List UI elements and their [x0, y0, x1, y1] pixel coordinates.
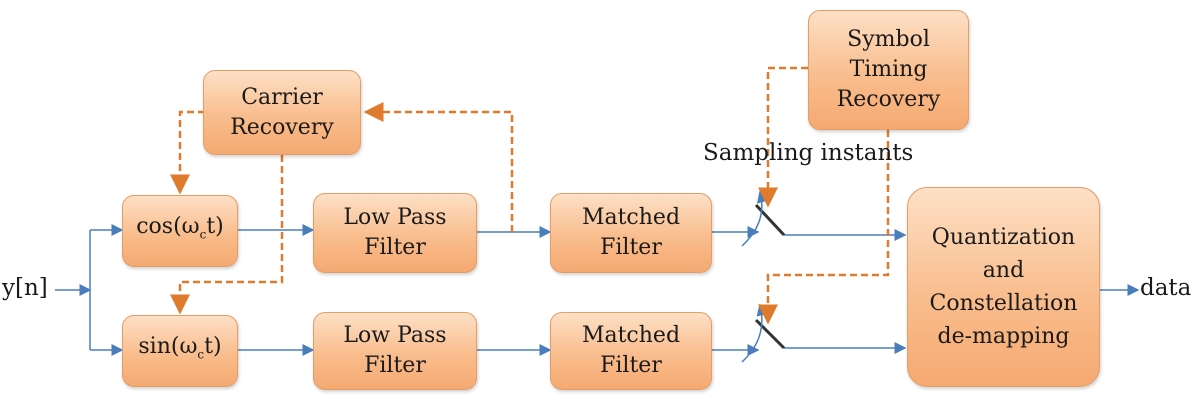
- matched-filter-top-label: Matched Filter: [581, 205, 681, 260]
- carrier-recovery-label: Carrier Recovery: [230, 84, 334, 140]
- cos-mixer-label: cos(ωct): [136, 214, 224, 242]
- sin-mixer-label: sin(ωct): [138, 334, 222, 362]
- input-split-lines: [55, 224, 124, 356]
- quantization-label: Quantization and Constellation de-mappin…: [929, 225, 1078, 349]
- carrier-recovery-block: Carrier Recovery: [203, 70, 361, 155]
- low-pass-filter-bottom-label: Low Pass Filter: [343, 323, 447, 378]
- matched-filter-top-block: Matched Filter: [550, 193, 712, 273]
- sin-mixer-block: sin(ωct): [122, 315, 238, 387]
- upper-path-lines: [238, 224, 907, 241]
- timing-feedback-lines: [758, 66, 890, 325]
- low-pass-filter-bottom-block: Low Pass Filter: [313, 312, 477, 390]
- low-pass-filter-top-label: Low Pass Filter: [343, 205, 447, 260]
- matched-filter-bottom-label: Matched Filter: [581, 323, 681, 378]
- sampler-switch-top: [741, 190, 786, 247]
- symbol-timing-recovery-label: Symbol Timing Recovery: [836, 27, 941, 112]
- input-label: y[n]: [2, 275, 48, 301]
- sampling-instants-label: Sampling instants: [703, 140, 914, 166]
- carrier-feedback-lines: [170, 102, 514, 315]
- sampler-switch-bottom: [741, 303, 786, 363]
- lower-path-lines: [238, 342, 907, 356]
- cos-mixer-block: cos(ωct): [122, 195, 238, 267]
- matched-filter-bottom-block: Matched Filter: [550, 312, 712, 390]
- quantization-block: Quantization and Constellation de-mappin…: [907, 187, 1100, 387]
- symbol-timing-recovery-block: Symbol Timing Recovery: [808, 10, 969, 130]
- output-label: data: [1140, 275, 1192, 301]
- low-pass-filter-top-block: Low Pass Filter: [313, 193, 477, 273]
